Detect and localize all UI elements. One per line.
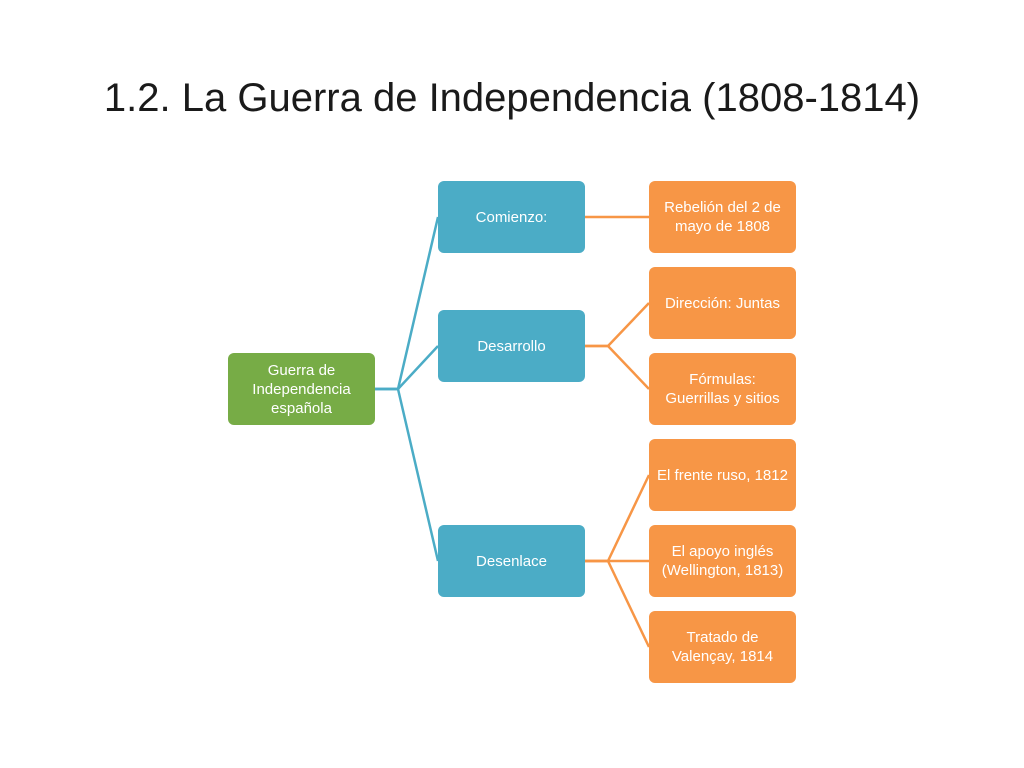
connector-desarrollo-direccion [585,302,650,348]
node-guerra-independencia: Guerra de Independencia española [228,353,375,425]
node-apoyo-ingles-label: El apoyo inglés (Wellington, 1813) [661,543,784,579]
node-frente-ruso: El frente ruso, 1812 [649,439,796,511]
node-comienzo-label: Comienzo: [475,208,548,226]
node-desenlace: Desenlace [438,525,585,597]
node-apoyo-ingles: El apoyo inglés (Wellington, 1813) [649,525,796,597]
connector-desarrollo-formulas [585,344,650,390]
node-desenlace-label: Desenlace [476,552,547,570]
connector-root-comienzo [375,216,440,391]
node-rebelion-2-mayo: Rebelión del 2 de mayo de 1808 [649,181,796,253]
connector-desenlace-tratado [585,559,651,648]
node-formulas-label: Fórmulas: Guerrillas y sitios [665,371,780,407]
node-rebelion-label: Rebelión del 2 de mayo de 1808 [664,199,781,235]
node-tratado-label: Tratado de Valençay, 1814 [671,629,774,665]
node-frente-ruso-label: El frente ruso, 1812 [657,466,788,484]
node-root-label: Guerra de Independencia española [252,361,351,417]
node-direccion-juntas: Dirección: Juntas [649,267,796,339]
node-desarrollo: Desarrollo [438,310,585,382]
node-direccion-label: Dirección: Juntas [664,294,781,312]
slide-title: 1.2. La Guerra de Independencia (1808-18… [103,76,921,120]
node-comienzo: Comienzo: [438,181,585,253]
connector-root-desenlace [375,387,440,562]
node-desarrollo-label: Desarrollo [477,337,546,355]
node-tratado-valencay: Tratado de Valençay, 1814 [649,611,796,683]
node-formulas-guerrillas: Fórmulas: Guerrillas y sitios [649,353,796,425]
connector-desenlace-frente [585,474,651,563]
